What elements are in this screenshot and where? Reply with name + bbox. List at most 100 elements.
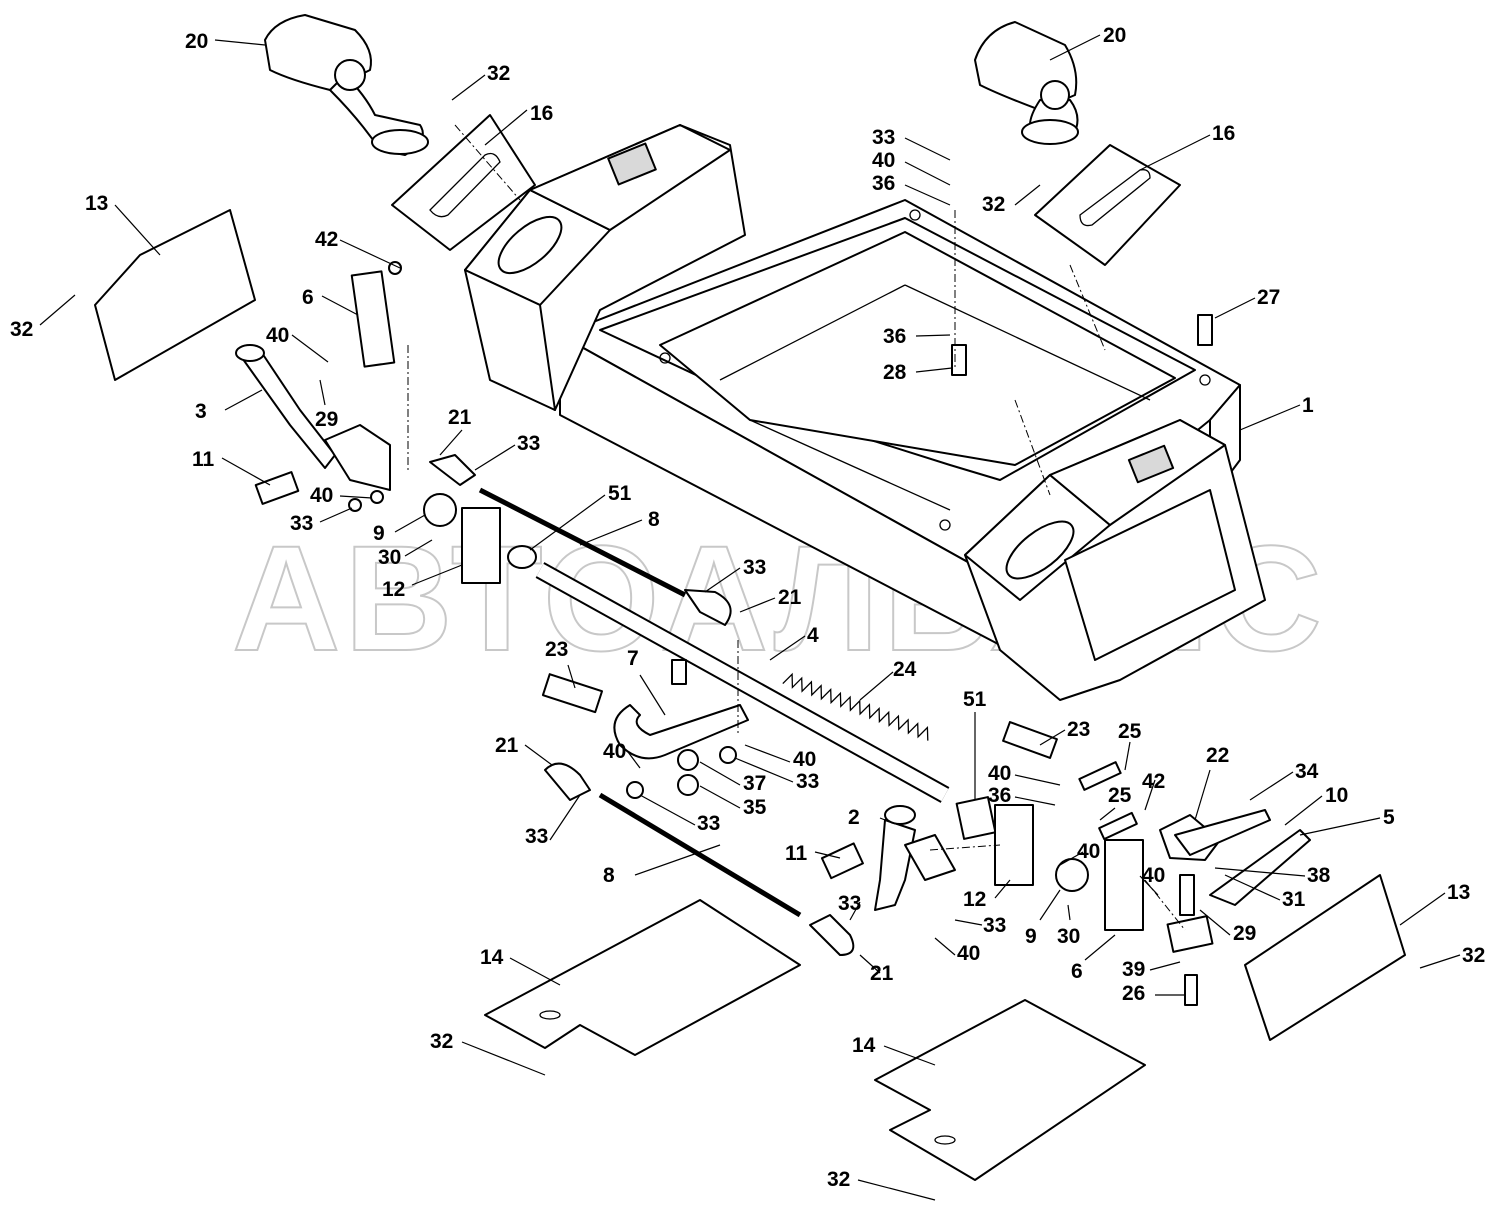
callout-42-left: 42	[315, 228, 338, 251]
callout-21-center: 21	[778, 586, 802, 609]
leader-line	[904, 161, 951, 186]
callout-12-right: 12	[963, 888, 986, 911]
leader-line	[1039, 889, 1061, 921]
callout-13-left: 13	[85, 192, 108, 215]
leader-line	[639, 794, 696, 826]
callout-35: 35	[743, 796, 767, 819]
leader-line	[1214, 297, 1256, 319]
callout-4: 4	[807, 624, 819, 647]
callout-29-left: 29	[315, 408, 338, 431]
callout-40-bracket-left: 40	[603, 740, 626, 763]
leader-line	[291, 334, 329, 363]
callout-13-right: 13	[1447, 881, 1470, 904]
callout-31: 31	[1282, 888, 1306, 911]
callout-11-right: 11	[785, 842, 808, 865]
callout-9-left: 9	[373, 522, 385, 545]
callout-34: 34	[1295, 760, 1319, 783]
leader-line	[1014, 774, 1061, 786]
leader-line	[859, 671, 894, 701]
leader-line	[1239, 404, 1301, 431]
leader-line	[1399, 892, 1446, 926]
leader-line	[321, 295, 359, 316]
leader-line	[461, 1041, 546, 1076]
assembly-lines	[407, 124, 1186, 931]
callout-32-top-left: 32	[487, 62, 510, 85]
leader-line	[879, 817, 891, 823]
floor-plate-left-part	[484, 899, 801, 1056]
floor-plate-right-part	[874, 999, 1146, 1181]
callout-40-right-upper: 40	[988, 762, 1011, 785]
callout-27: 27	[1257, 286, 1280, 309]
callout-33-left-lower: 33	[290, 512, 313, 535]
leader-line	[915, 334, 951, 337]
cover-plate-left-part	[94, 209, 256, 381]
leader-line	[411, 564, 463, 586]
callout-9-right: 9	[1025, 925, 1037, 948]
callout-8-upper: 8	[648, 508, 660, 531]
leader-lines	[39, 34, 1461, 1201]
leader-line	[739, 597, 776, 613]
callout-36-right: 36	[988, 784, 1011, 807]
callout-33-lower-center: 33	[697, 812, 720, 835]
callout-16-left: 16	[530, 102, 553, 125]
callout-32-bottom-left: 32	[430, 1030, 453, 1053]
callout-32-right: 32	[1462, 944, 1485, 967]
callout-33-top-right: 33	[872, 126, 895, 149]
bracket-part	[541, 659, 749, 799]
callout-14-left: 14	[480, 946, 504, 969]
ball-joint-right-part	[684, 589, 732, 626]
handle-cap-right-part	[974, 21, 1079, 145]
leader-line	[1299, 817, 1381, 836]
leader-line	[1124, 741, 1131, 771]
leader-line	[1214, 867, 1306, 877]
leader-line	[224, 389, 263, 411]
leader-line	[1249, 771, 1294, 801]
leader-line	[319, 507, 353, 523]
callout-10: 10	[1325, 784, 1348, 807]
leader-line	[221, 457, 271, 486]
callout-33-lower-left: 33	[525, 825, 548, 848]
callout-33-upper-left: 33	[517, 432, 540, 455]
callout-37: 37	[743, 772, 766, 795]
callout-labels: 20 32 16 13 32 42 6 40 3 29 21 33 11 40 …	[10, 24, 1485, 1191]
callout-39: 39	[1122, 958, 1145, 981]
leader-line	[524, 744, 553, 766]
callout-21-lower-left: 21	[495, 734, 519, 757]
leader-line	[734, 757, 794, 783]
leader-line	[529, 494, 606, 551]
leader-line	[634, 844, 721, 876]
callout-33-right-lower: 33	[983, 914, 1006, 937]
leader-line	[451, 74, 486, 101]
leader-line	[699, 785, 741, 809]
leader-line	[994, 879, 1011, 899]
guide-plate-right-part	[1034, 144, 1181, 266]
callout-40-lower-right: 40	[957, 942, 980, 965]
callout-6-left: 6	[302, 286, 314, 309]
callout-28: 28	[883, 361, 907, 384]
lever-right-part	[820, 314, 1311, 1006]
leader-line	[567, 664, 576, 689]
callout-16-right: 16	[1212, 122, 1235, 145]
callout-38: 38	[1307, 864, 1331, 887]
leader-line	[1194, 769, 1211, 821]
leader-line	[549, 794, 581, 841]
leader-line	[114, 204, 161, 256]
leader-line	[394, 514, 426, 533]
leader-line	[814, 851, 841, 859]
callout-29-right: 29	[1233, 922, 1256, 945]
callout-33-center: 33	[743, 556, 766, 579]
callout-42-right: 42	[1142, 770, 1165, 793]
shaft-long-part	[507, 545, 950, 803]
callout-26: 26	[1122, 982, 1145, 1005]
leader-line	[769, 635, 806, 661]
leader-line	[1059, 851, 1084, 866]
handle-cap-left-part	[264, 14, 429, 156]
leader-line	[704, 567, 741, 593]
leader-line	[1149, 961, 1181, 971]
leader-line	[639, 674, 666, 716]
leader-line	[1014, 796, 1056, 806]
leader-line	[699, 761, 741, 786]
guide-plate-left-part	[391, 114, 536, 251]
leader-line	[1139, 875, 1159, 896]
leader-line	[627, 751, 641, 769]
